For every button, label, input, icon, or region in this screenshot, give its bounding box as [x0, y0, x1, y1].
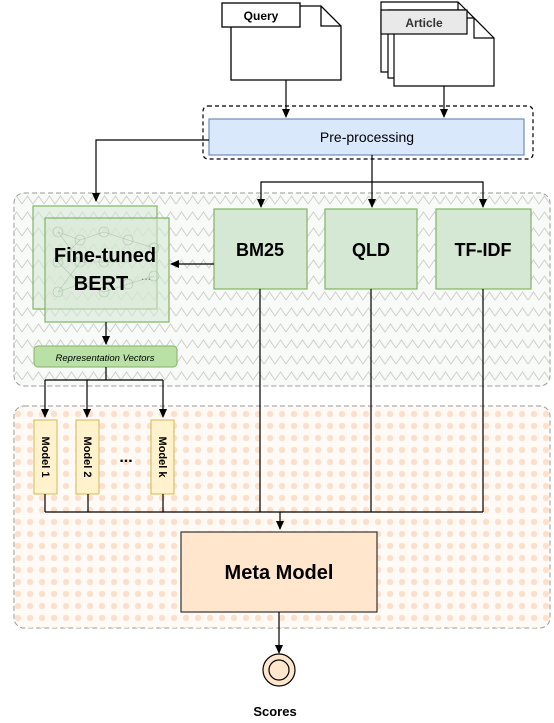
article-label: Article	[405, 16, 443, 30]
model2-label: Model 2	[81, 437, 93, 478]
modelk-label: Model k	[156, 437, 168, 479]
qld-label: QLD	[352, 240, 390, 260]
representation-vectors-label: Representation Vectors	[56, 353, 155, 364]
neural-network-icon	[52, 226, 160, 298]
models-ellipsis: ...	[119, 449, 132, 466]
article-documents: Article	[380, 1, 495, 87]
scores-label: Scores	[253, 704, 296, 719]
bert-ellipsis: ...	[141, 269, 151, 283]
tfidf-label: TF-IDF	[455, 240, 512, 260]
preprocessing-box	[208, 118, 525, 156]
bm25-label: BM25	[236, 240, 284, 260]
preprocessing-to-bert-arrow	[92, 139, 209, 202]
meta-model-label: Meta Model	[225, 562, 334, 584]
bert-model: Fine-tuned BERT ...	[32, 205, 170, 323]
preprocessing-to-tfidf-arrow	[372, 181, 487, 208]
bert-label-line2: BERT	[74, 273, 128, 295]
qld-box	[324, 208, 418, 290]
meta-model-box	[180, 531, 378, 613]
model1-label: Model 1	[39, 437, 51, 478]
article-label-box	[380, 9, 468, 35]
tfidf-box	[435, 208, 532, 290]
scores-inner-circle	[268, 659, 290, 681]
query-document: Query	[221, 2, 342, 81]
query-label: Query	[244, 9, 279, 23]
model-region-texture	[14, 406, 550, 628]
preprocessing-label: Pre-processing	[320, 129, 414, 145]
preprocessing-to-bm25-arrow	[257, 181, 372, 208]
bert-label-line1: Fine-tuned	[54, 245, 156, 267]
query-label-box	[221, 2, 301, 28]
bm25-box	[213, 208, 308, 290]
